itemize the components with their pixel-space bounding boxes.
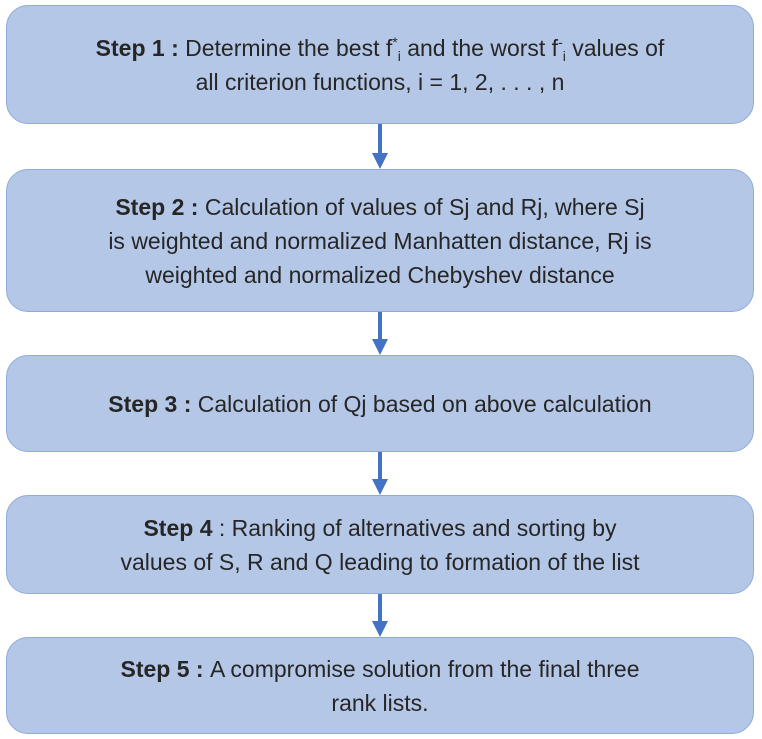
step-1-line-1: Step 1 : Determine the best f*i and the … [96, 31, 665, 65]
best-value-subscript: i [397, 47, 401, 64]
arrow-down-icon [372, 594, 388, 637]
step-1-line-2: all criterion functions, i = 1, 2, . . .… [195, 68, 565, 95]
step-5-content: Step 5 : A compromise solution from the … [120, 652, 639, 720]
step-3-text: Calculation of Qj based on above calcula… [197, 390, 652, 417]
step-5-line-1: Step 5 : A compromise solution from the … [120, 652, 639, 686]
step-1-text-a: Determine the best f [185, 34, 393, 61]
step-1-content: Step 1 : Determine the best f*i and the … [96, 31, 665, 99]
step-2-text: Calculation of values of Sj and Rj, wher… [204, 193, 645, 220]
step-2-content: Step 2 : Calculation of values of Sj and… [108, 190, 651, 292]
step-5-box: Step 5 : A compromise solution from the … [6, 637, 754, 734]
step-4-line-2: values of S, R and Q leading to formatio… [120, 548, 640, 575]
step-4-separator: : [212, 514, 232, 541]
step-5-label: Step 5 : [120, 655, 210, 682]
step-3-line-1: Step 3 : Calculation of Qj based on abov… [108, 387, 651, 421]
step-3-content: Step 3 : Calculation of Qj based on abov… [108, 387, 651, 421]
step-2-line-1: Step 2 : Calculation of values of Sj and… [108, 190, 651, 224]
arrow-down-icon [372, 312, 388, 355]
step-4-content: Step 4 : Ranking of alternatives and sor… [120, 511, 639, 579]
step-4-label: Step 4 [143, 514, 213, 541]
best-value-superscript: * [392, 33, 398, 50]
worst-value-superscript: - [558, 33, 563, 50]
arrow-down-icon [372, 124, 388, 169]
step-4-text: Ranking of alternatives and sorting by [231, 514, 617, 541]
arrow-down-icon [372, 452, 388, 495]
step-1-text-c: values of [565, 34, 665, 61]
step-1-text-b: and the worst f [400, 34, 559, 61]
step-4-line-1: Step 4 : Ranking of alternatives and sor… [120, 511, 639, 545]
step-2-box: Step 2 : Calculation of values of Sj and… [6, 169, 754, 312]
step-1-box: Step 1 : Determine the best f*i and the … [6, 5, 754, 124]
step-4-box: Step 4 : Ranking of alternatives and sor… [6, 495, 754, 594]
step-3-label: Step 3 : [108, 390, 198, 417]
step-2-line-3: weighted and normalized Chebyshev distan… [145, 261, 615, 288]
step-5-line-2: rank lists. [331, 689, 429, 716]
step-3-box: Step 3 : Calculation of Qj based on abov… [6, 355, 754, 452]
step-5-text: A compromise solution from the final thr… [209, 655, 640, 682]
step-2-line-2: is weighted and normalized Manhatten dis… [108, 227, 652, 254]
worst-value-subscript: i [562, 47, 566, 64]
step-2-label: Step 2 : [115, 193, 205, 220]
step-1-label: Step 1 : [95, 34, 186, 61]
